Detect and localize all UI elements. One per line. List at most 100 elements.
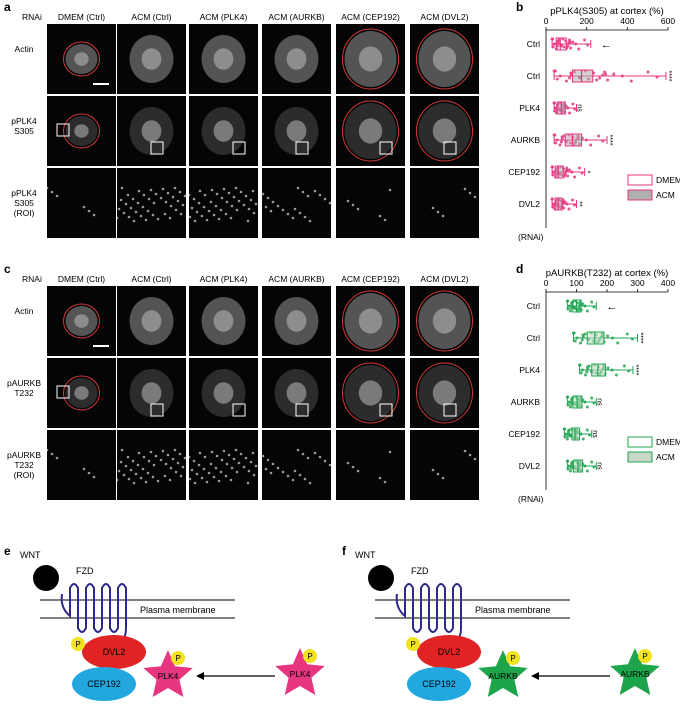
row-label-line: (ROI): [13, 208, 35, 218]
phospho-label: P: [75, 640, 80, 649]
panel-label-b: b: [516, 0, 524, 14]
chart-title: pAURKB(T232) at cortex (%): [546, 268, 668, 279]
roi-puncta: [242, 465, 246, 469]
roi-puncta: [122, 211, 126, 215]
roi-puncta: [207, 209, 211, 213]
data-point: [552, 42, 556, 46]
cell-outline: [63, 41, 100, 77]
kinase-free: [275, 648, 325, 695]
roi-puncta: [209, 200, 213, 204]
data-point: [566, 395, 570, 399]
roi-puncta: [247, 207, 251, 211]
box: [554, 165, 564, 179]
roi-puncta: [234, 186, 238, 190]
box: [591, 363, 606, 377]
roi-puncta: [436, 472, 440, 476]
roi-box: [56, 385, 70, 399]
data-point: [565, 202, 569, 206]
data-point: [579, 432, 583, 436]
roi-puncta: [463, 187, 467, 191]
cell-nucleus: [358, 308, 383, 334]
data-point: [604, 72, 608, 76]
micrograph-image: [56, 375, 100, 411]
roi-puncta: [210, 188, 214, 192]
roi-puncta: [122, 473, 126, 477]
legend-swatch: [627, 451, 653, 463]
row-label-line: (ROI): [13, 470, 35, 480]
roi-puncta: [192, 197, 196, 201]
micrograph-tile: [410, 358, 479, 428]
micrograph-image: [274, 297, 319, 345]
arrow-annotation: ←: [606, 301, 617, 313]
cell-nucleus: [286, 48, 307, 70]
data-point: [566, 434, 570, 438]
data-point: [563, 200, 567, 204]
category-label: AURKB: [511, 397, 541, 407]
roi-puncta: [163, 212, 167, 216]
y-axis-note: (RNAi): [518, 232, 544, 242]
row-label-line: S305: [14, 198, 34, 208]
roi-puncta: [254, 464, 258, 468]
roi-puncta: [156, 479, 160, 483]
data-point: [563, 435, 567, 439]
significance-mark: ns: [595, 398, 602, 406]
dvl2-protein: [417, 635, 481, 669]
roi-puncta: [205, 480, 209, 484]
micrograph-tile: [262, 286, 331, 356]
roi-puncta: [179, 212, 183, 216]
micrograph-image: [129, 35, 174, 83]
cell-nucleus: [432, 46, 457, 72]
data-point: [592, 305, 596, 309]
phospho-kinase-bound: [171, 651, 185, 665]
data-point: [568, 76, 572, 80]
cell-outline: [63, 375, 100, 411]
cell-nucleus: [141, 382, 162, 404]
column-title: ACM (DVL2): [420, 274, 469, 284]
roi-puncta: [190, 468, 194, 472]
roi-puncta: [47, 448, 49, 452]
roi-puncta: [286, 212, 290, 216]
data-point: [569, 405, 573, 409]
roi-puncta: [328, 463, 331, 467]
x-tick-label: 200: [600, 278, 614, 288]
roi-puncta: [178, 452, 182, 456]
data-point: [567, 464, 571, 468]
fzd-receptor: [60, 583, 127, 645]
roi-puncta: [174, 470, 178, 474]
roi-puncta: [169, 204, 173, 208]
roi-puncta: [262, 454, 265, 458]
micrograph-tile: [336, 358, 405, 428]
phospho-label: P: [175, 654, 180, 663]
phospho-dvl: [406, 637, 420, 651]
micrograph-image: [342, 290, 399, 352]
roi-puncta: [154, 192, 158, 196]
micrograph-image: [201, 369, 246, 417]
data-point: [576, 308, 580, 312]
roi-puncta: [159, 458, 163, 462]
roi-puncta: [146, 209, 150, 213]
data-point: [580, 368, 584, 372]
roi-puncta: [126, 193, 130, 197]
roi-box: [443, 403, 457, 417]
roi-puncta: [174, 208, 178, 212]
roi-puncta: [166, 191, 170, 195]
roi-puncta: [117, 216, 119, 220]
data-point: [585, 370, 589, 374]
category-label: PLK4: [519, 365, 540, 375]
roi-puncta: [82, 205, 86, 209]
data-point: [598, 76, 602, 80]
significance-mark: ns: [591, 430, 598, 438]
column-title: ACM (Ctrl): [131, 274, 172, 284]
roi-puncta: [249, 198, 253, 202]
arrow-annotation: ←: [601, 39, 612, 51]
cell-outline: [342, 100, 399, 162]
data-point: [563, 427, 567, 431]
roi-puncta: [244, 194, 248, 198]
roi-puncta: [205, 218, 209, 222]
row-label-line: T232: [14, 388, 34, 398]
column-title: ACM (PLK4): [199, 12, 248, 22]
